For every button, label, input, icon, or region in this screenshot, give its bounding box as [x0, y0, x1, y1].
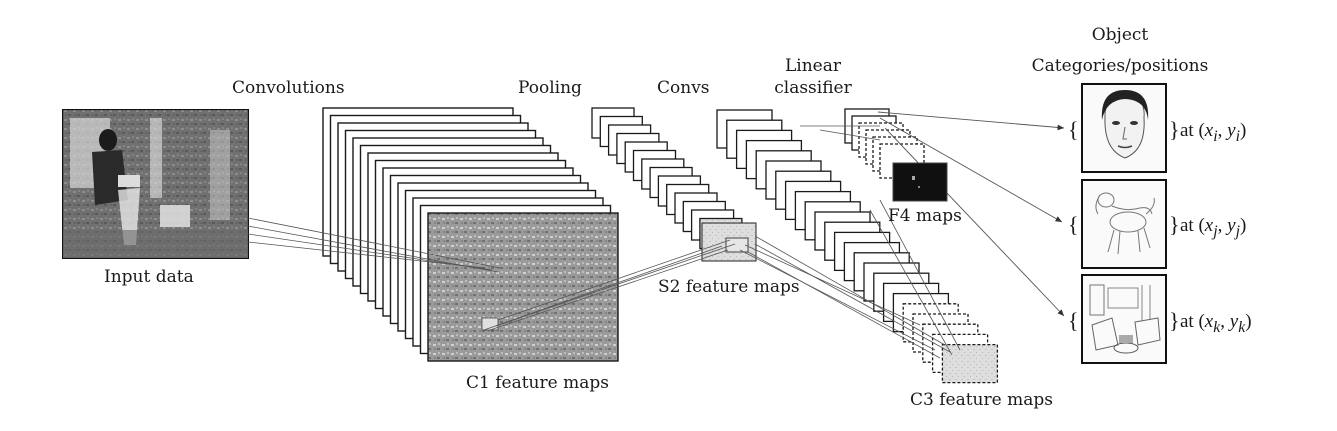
s2-feature-map-stack [591, 107, 757, 262]
output-room-image [1081, 274, 1167, 364]
position-label-j: at (xj, yj) [1180, 215, 1247, 240]
c3-feature-map-stack [716, 109, 999, 384]
label-f4-maps: F4 maps [888, 206, 962, 226]
feature-map-layer [941, 343, 999, 384]
output-arrows [877, 111, 1065, 317]
label-convolutions: Convolutions [232, 78, 345, 98]
feature-map-layer [427, 212, 619, 362]
label-classifier: classifier [774, 78, 852, 98]
label-convs: Convs [657, 78, 710, 98]
label-object: Object [1091, 25, 1149, 45]
label-categories-positions: Categories/positions [1031, 56, 1209, 76]
close-brace: } [1169, 117, 1180, 142]
label-linear: Linear [785, 56, 841, 76]
open-brace: { [1068, 117, 1079, 142]
s2-receptive-field-box [725, 237, 749, 253]
label-c1-feature-maps: C1 feature maps [466, 373, 609, 393]
c1-feature-map-stack [322, 107, 619, 362]
receptive-field-lines [247, 125, 961, 359]
position-label-i: at (xi, yi) [1180, 120, 1247, 145]
open-brace: { [1068, 308, 1079, 333]
open-brace: { [1068, 212, 1079, 237]
position-label-k: at (xk, yk) [1180, 311, 1252, 336]
label-s2-feature-maps: S2 feature maps [658, 277, 800, 297]
close-brace: } [1169, 212, 1180, 237]
label-pooling: Pooling [518, 78, 582, 98]
label-input-data: Input data [104, 267, 194, 287]
output-dog-image [1081, 179, 1167, 269]
close-brace: } [1169, 308, 1180, 333]
label-c3-feature-maps: C3 feature maps [910, 390, 1053, 410]
input-image [62, 109, 249, 259]
f4-map-highlight [892, 162, 948, 202]
output-face-image [1081, 83, 1167, 173]
